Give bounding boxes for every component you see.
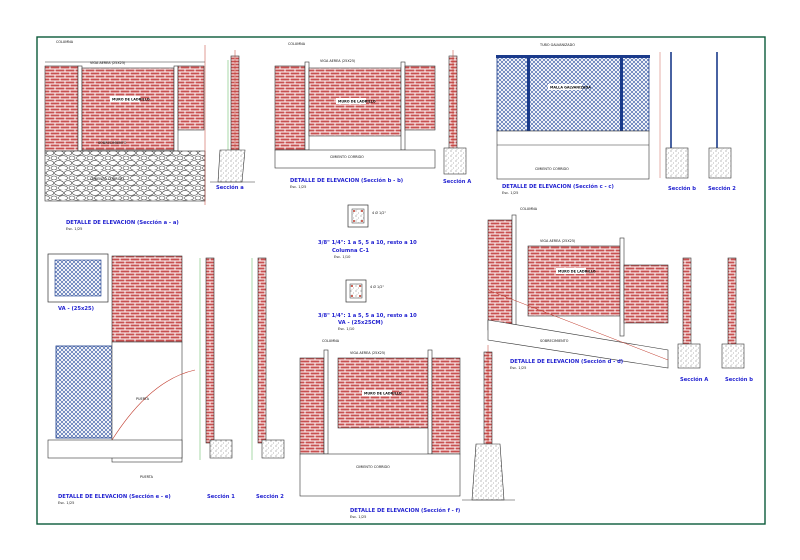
section-f (462, 345, 515, 501)
elev-b-title: DETALLE DE ELEVACION (Sección b - b) (290, 177, 403, 184)
elev-b-scale: Esc. 1/25 (290, 185, 306, 189)
elev-f-scale: Esc. 1/25 (350, 515, 366, 519)
elevation-f: MURO DE LADRILLO VIGA AEREA (25X25) CIMI… (299, 339, 461, 519)
elevation-b: MURO DE LADRILLO VIGA AEREA (25X25) CIMI… (274, 42, 436, 189)
column-rebar: 4 Ø 1/2" (372, 210, 386, 215)
sections-c: Sección b Sección 2 (659, 52, 736, 192)
sec-b-title-2: Sección b (725, 376, 753, 383)
elevation-c-mesh: MALLA GALVANIZADA TUBO GALVANIZADO CIMIE… (496, 43, 650, 195)
column-name: Columna C-1 (332, 248, 369, 254)
svg-text:PUERTA: PUERTA (140, 475, 154, 479)
section-b-detail: Sección A (443, 50, 471, 185)
beam-spec: 3/8" 1/4": 1 a 5, 5 a 10, resto a 10 (318, 313, 417, 319)
va-label: VA - (25x25) (58, 306, 94, 312)
svg-text:COLUMNA: COLUMNA (56, 40, 74, 44)
svg-text:CIMIENTO CORRIDO: CIMIENTO CORRIDO (90, 177, 124, 181)
elev-c-title: DETALLE DE ELEVACION (Sección c - c) (502, 183, 614, 190)
elev-e-title: DETALLE DE ELEVACION (Sección e - e) (58, 493, 171, 500)
sections-e: Sección 1 Sección 2 (199, 257, 285, 500)
beam-rebar: 4 Ø 1/2" (370, 284, 384, 289)
svg-text:VIGA AEREA (25X25): VIGA AEREA (25X25) (320, 59, 356, 63)
sec-A-title-1: Sección A (443, 178, 471, 185)
elevation-e: VA - (25x25) PUERTA PUERTA DETALLE DE EL… (47, 253, 196, 505)
svg-text:VIGA AEREA (25X25): VIGA AEREA (25X25) (540, 239, 576, 243)
sec-1-title: Sección 1 (207, 493, 235, 500)
svg-text:COLUMNA: COLUMNA (322, 339, 340, 343)
elevation-a: MURO DE LADRILLO VIGA AEREA (25X25) COLU… (44, 40, 206, 231)
svg-text:CIMIENTO CORRIDO: CIMIENTO CORRIDO (330, 155, 364, 159)
sections-d: Sección A Sección b (677, 257, 753, 383)
svg-text:SOBRECIMIENTO: SOBRECIMIENTO (98, 141, 127, 145)
column-detail: 4 Ø 1/2" 3/8" 1/4": 1 a 5, 5 a 10, resto… (318, 204, 417, 259)
elev-a-scale: Esc. 1/25 (66, 227, 82, 231)
svg-text:Esc. 1/10: Esc. 1/10 (338, 327, 355, 331)
svg-text:VIGA AEREA (25X25): VIGA AEREA (25X25) (350, 351, 386, 355)
elev-f-title: DETALLE DE ELEVACION (Sección f - f) (350, 507, 460, 514)
elev-d-scale: Esc. 1/25 (510, 366, 526, 370)
sheet-frame (36, 36, 766, 525)
svg-text:SOBRECIMIENTO: SOBRECIMIENTO (540, 339, 569, 343)
elev-c-scale: Esc. 1/25 (502, 191, 518, 195)
svg-text:MALLA GALVANIZADA: MALLA GALVANIZADA (550, 86, 591, 90)
beam-detail: 4 Ø 1/2" 3/8" 1/4": 1 a 5, 5 a 10, resto… (318, 279, 417, 331)
svg-text:MURO DE LADRILLO: MURO DE LADRILLO (338, 100, 376, 104)
elev-e-scale: Esc. 1/25 (58, 501, 74, 505)
svg-text:TUBO GALVANIZADO: TUBO GALVANIZADO (539, 43, 575, 47)
sec-2-title: Sección 2 (256, 493, 284, 500)
sec-a-title: Sección a (216, 184, 244, 191)
svg-text:VIGA AEREA (25X25): VIGA AEREA (25X25) (90, 61, 126, 65)
svg-text:MURO DE LADRILLO: MURO DE LADRILLO (112, 98, 150, 102)
sec-A-title-2: Sección A (680, 376, 708, 383)
svg-text:MURO DE LADRILLO: MURO DE LADRILLO (364, 392, 402, 396)
sec-b-title: Sección b (668, 185, 696, 192)
svg-text:CIMIENTO CORRIDO: CIMIENTO CORRIDO (356, 465, 390, 469)
svg-text:COLUMNA: COLUMNA (288, 42, 306, 46)
sec-2-title-top: Sección 2 (708, 185, 736, 192)
elev-a-title: DETALLE DE ELEVACION (Sección a - a) (66, 219, 179, 226)
svg-text:COLUMNA: COLUMNA (520, 207, 538, 211)
beam-name: VA - (25x25CM) (338, 320, 383, 326)
elev-d-title: DETALLE DE ELEVACION (Sección d - d) (510, 358, 623, 365)
section-a: Sección a (210, 50, 255, 191)
svg-text:Esc. 1/10: Esc. 1/10 (334, 255, 351, 259)
svg-text:MURO DE LADRILLO: MURO DE LADRILLO (558, 270, 596, 274)
svg-text:CIMIENTO CORRIDO: CIMIENTO CORRIDO (535, 167, 569, 171)
column-spec: 3/8" 1/4": 1 a 5, 5 a 10, resto a 10 (318, 240, 417, 246)
svg-text:PUERTA: PUERTA (136, 397, 150, 401)
elevation-d: MURO DE LADRILLO VIGA AEREA (25X25) COLU… (487, 207, 669, 370)
